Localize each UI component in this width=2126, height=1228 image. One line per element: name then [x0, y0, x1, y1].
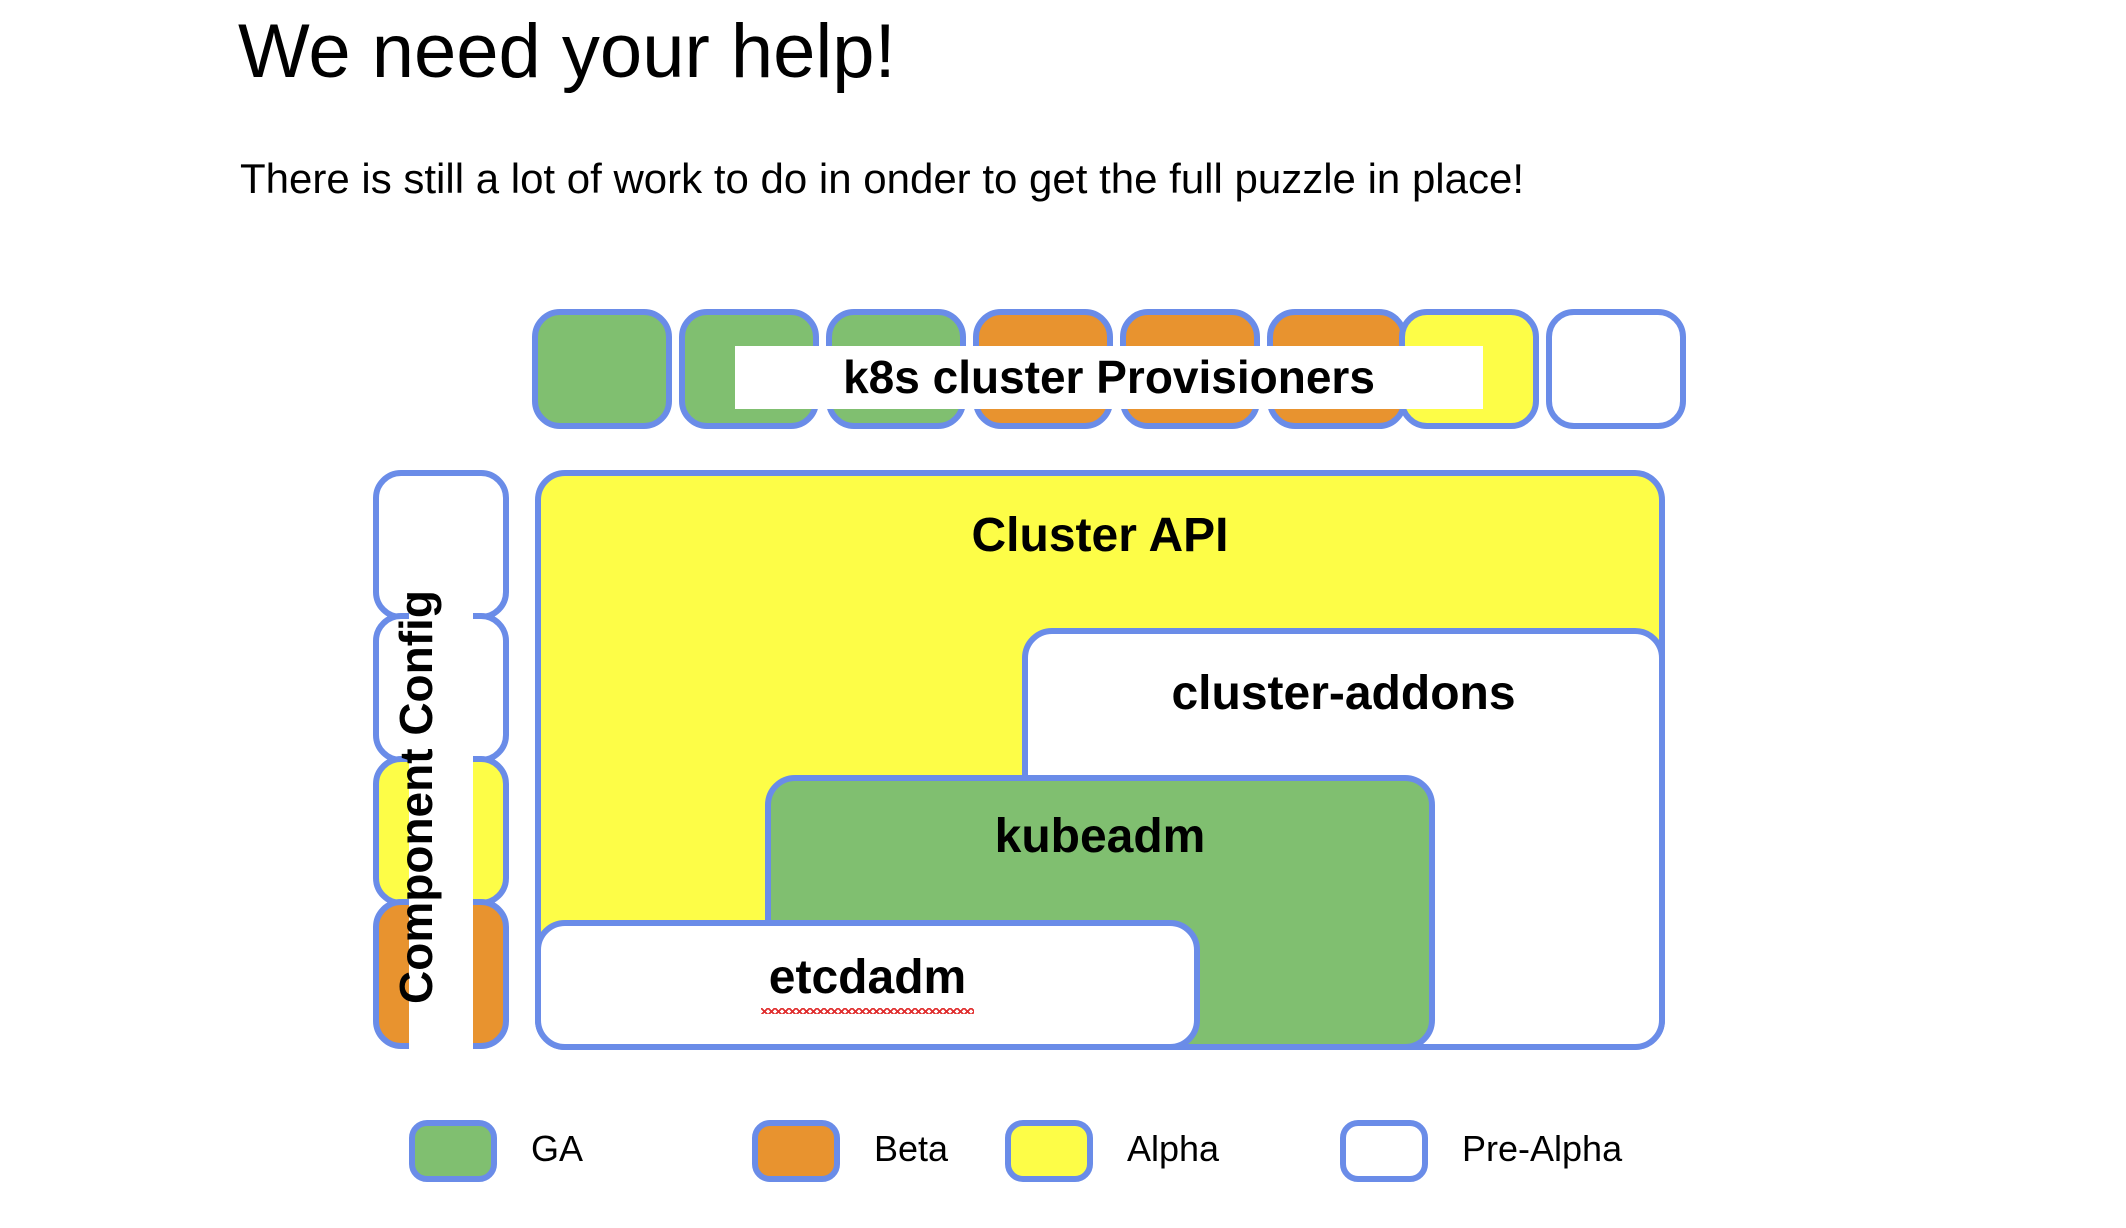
legend-label-beta: Beta: [874, 1128, 949, 1169]
page-subtitle: There is still a lot of work to do in on…: [240, 155, 1525, 202]
component-config-label: Component Config: [390, 590, 442, 1004]
page-title: We need your help!: [238, 9, 896, 94]
legend-label-prealpha: Pre-Alpha: [1462, 1128, 1623, 1169]
provisioner-box-1[interactable]: [532, 309, 672, 429]
component-config-label-plate: [409, 497, 473, 1049]
legend-swatch-beta: [752, 1120, 840, 1182]
provisioner-box-8[interactable]: [1546, 309, 1686, 429]
legend-swatch-ga: [409, 1120, 497, 1182]
provisioner-label-plate: [735, 346, 1483, 409]
cluster-api-label: Cluster API: [971, 509, 1229, 562]
etcdadm-label-wrap: etcdadm: [541, 950, 1194, 1014]
etcdadm-box[interactable]: etcdadm: [535, 920, 1200, 1050]
kubeadm-label: kubeadm: [994, 810, 1206, 863]
legend-label-ga: GA: [531, 1128, 584, 1169]
etcdadm-label: etcdadm: [760, 951, 975, 1014]
provisioner-row-label: k8s cluster Provisioners: [843, 351, 1375, 403]
legend-swatch-prealpha: [1340, 1120, 1428, 1182]
legend-label-alpha: Alpha: [1127, 1128, 1220, 1169]
cluster-addons-label: cluster-addons: [1171, 667, 1516, 720]
legend-swatch-alpha: [1005, 1120, 1093, 1182]
